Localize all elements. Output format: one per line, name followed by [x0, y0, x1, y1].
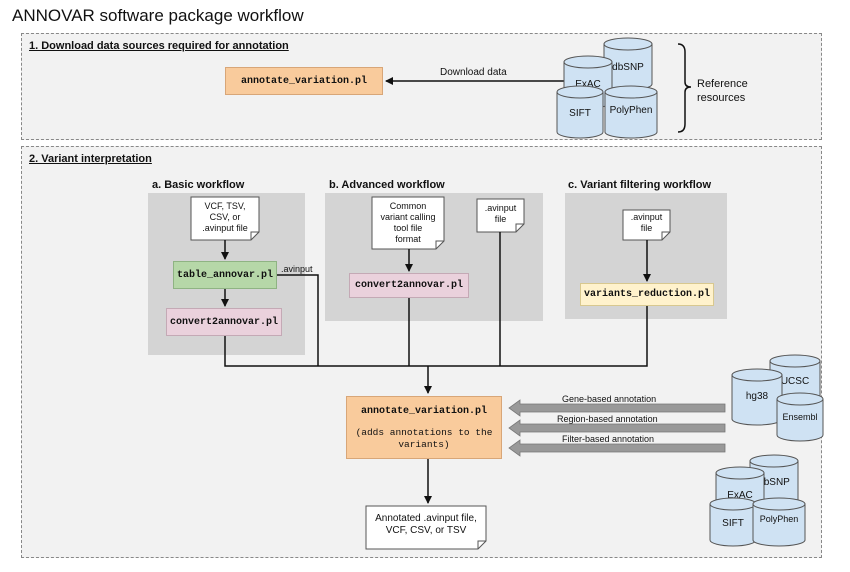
db-sift-top: SIFT [556, 85, 604, 139]
annotate-variation-download-box: annotate_variation.pl [225, 67, 383, 95]
db-sift-top-label: SIFT [569, 108, 591, 119]
reference-resources-label: Reference resources [697, 78, 748, 104]
db-hg38: hg38 [731, 368, 783, 426]
db-polyphen-bottom-label: PolyPhen [760, 514, 799, 524]
section-download-title: 1. Download data sources required for an… [29, 40, 289, 52]
filtering-input-text: .avinput file [630, 212, 663, 233]
annotate-variation-main-box: annotate_variation.pl (adds annotations … [346, 396, 502, 459]
annotation-arrows [508, 399, 726, 457]
db-exac-top-label: ExAC [575, 79, 601, 90]
page-title: ANNOVAR software package workflow [12, 6, 304, 25]
filter-annotation-label: Filter-based annotation [562, 434, 655, 444]
doc-advanced-input2 [476, 198, 525, 233]
db-dbsnp-bottom-label: dbSNP [758, 477, 790, 488]
filtering-workflow-title: c. Variant filtering workflow [568, 179, 712, 191]
doc-advanced-input1 [371, 196, 445, 250]
section-variant-title: 2. Variant interpretation [29, 153, 152, 165]
db-hg38-label: hg38 [746, 391, 769, 402]
advanced-input2-text: .avinput file [484, 203, 517, 224]
db-sift-bottom: SIFT [709, 497, 757, 547]
db-polyphen-top-label: PolyPhen [610, 105, 653, 116]
db-polyphen-top: PolyPhen [604, 85, 658, 139]
advanced-workflow-title: b. Advanced workflow [329, 179, 445, 191]
advanced-input1-text: Common variant calling tool file format [380, 201, 436, 244]
advanced-convert2annovar-box: convert2annovar.pl [349, 273, 469, 298]
gene-annotation-label: Gene-based annotation [562, 394, 657, 404]
doc-basic-input [190, 196, 260, 241]
variants-reduction-box: variants_reduction.pl [580, 283, 714, 306]
basic-input-text: VCF, TSV, CSV, or .avinput file [202, 201, 248, 233]
doc-filtering-input [622, 209, 671, 241]
avinput-label: .avinput [281, 264, 313, 274]
db-exac-bottom-label: ExAC [727, 490, 753, 501]
region-annotation-label: Region-based annotation [557, 414, 658, 424]
doc-output [365, 505, 487, 550]
db-dbsnp-top-label: dbSNP [612, 62, 644, 73]
db-polyphen-bottom: PolyPhen [752, 497, 806, 547]
db-ensembl: Ensembl [776, 392, 824, 442]
output-text: Annotated .avinput file, VCF, CSV, or TS… [375, 513, 477, 536]
db-ucsc-label: UCSC [781, 376, 809, 387]
basic-convert2annovar-box: convert2annovar.pl [166, 308, 282, 336]
download-data-label: Download data [440, 67, 507, 78]
db-ensembl-label: Ensembl [782, 412, 817, 422]
db-sift-bottom-label: SIFT [722, 518, 744, 529]
table-annovar-box: table_annovar.pl [173, 261, 277, 289]
basic-workflow-title: a. Basic workflow [152, 179, 245, 191]
annotate-variation-main-desc: (adds annotations to the variants) [355, 427, 493, 450]
annotate-variation-main-label: annotate_variation.pl [360, 406, 488, 417]
